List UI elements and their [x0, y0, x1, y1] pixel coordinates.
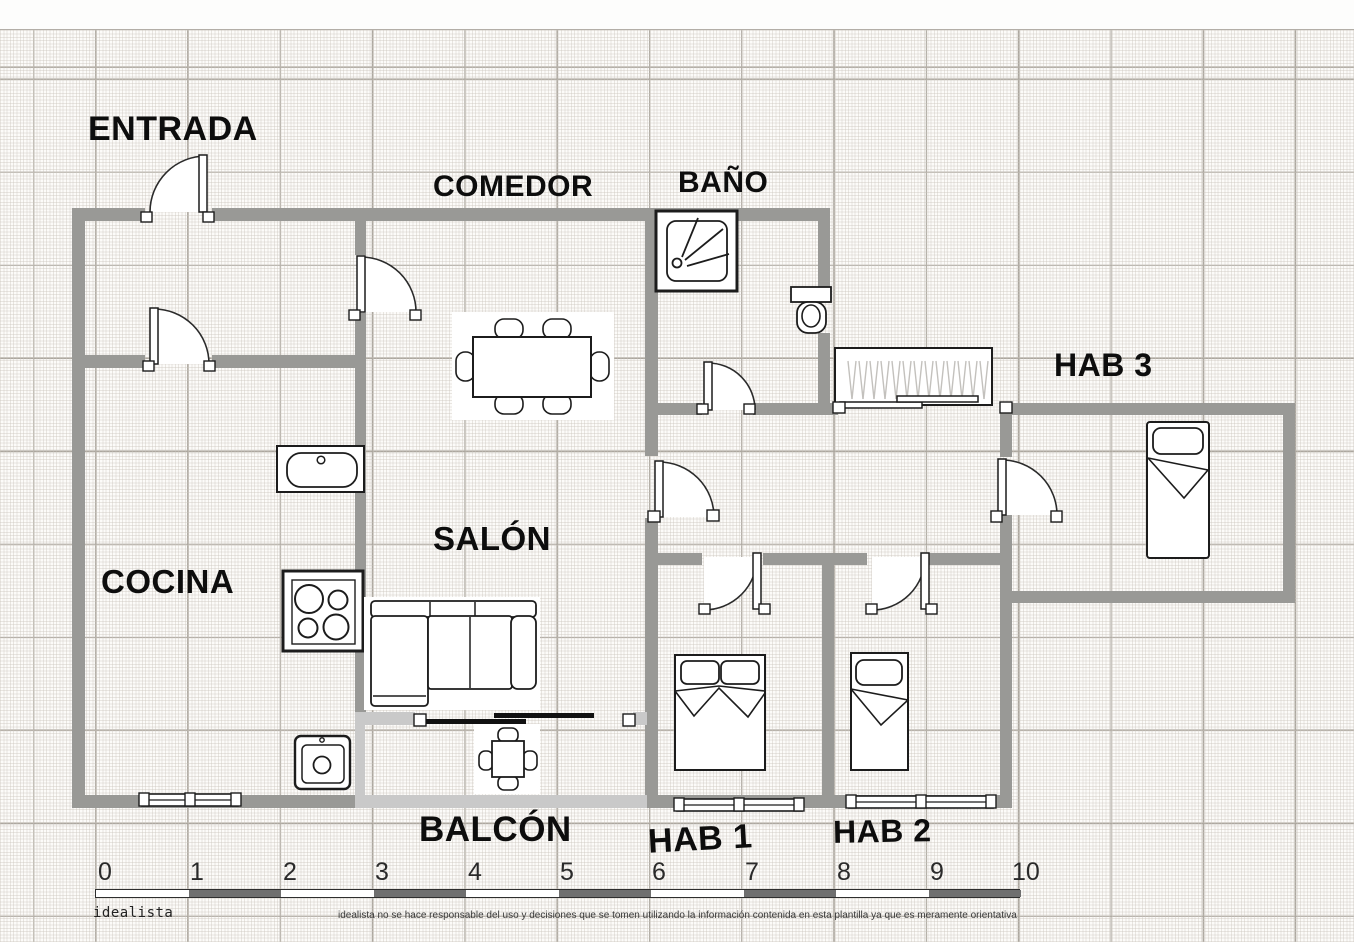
hob-stove	[281, 569, 365, 653]
shower-tray	[654, 209, 739, 293]
sheet-top-margin	[0, 0, 1354, 30]
walls	[72, 208, 1295, 808]
ruler-dark-segment	[558, 890, 651, 897]
ruler-number-6: 6	[652, 858, 666, 886]
toilet	[790, 286, 832, 334]
wardrobe-sliding-bar-right	[896, 395, 979, 403]
balcony-walls	[355, 712, 647, 808]
ruler-dark-segment	[188, 890, 281, 897]
kitchen-door	[142, 307, 216, 372]
ruler-number-2: 2	[283, 858, 297, 886]
hab3-door	[990, 458, 1063, 523]
ruler-number-1: 1	[190, 858, 204, 886]
double-bed-hab1	[674, 654, 766, 771]
ruler-dark-segment	[928, 890, 1021, 897]
ruler-number-7: 7	[745, 858, 759, 886]
label-bano: BAÑO	[678, 166, 769, 199]
window-hab1	[673, 797, 805, 812]
label-hab2: HAB 2	[832, 812, 932, 850]
dining-door	[348, 255, 422, 321]
bathroom-door	[696, 361, 756, 415]
kitchen-sink	[276, 445, 365, 493]
ruler-number-5: 5	[560, 858, 574, 886]
l-shaped-sofa	[364, 597, 540, 710]
label-hab1: HAB 1	[647, 817, 754, 861]
label-cocina: COCINA	[101, 563, 235, 600]
label-comedor: COMEDOR	[433, 170, 594, 203]
window-hab2	[845, 794, 997, 809]
hall-door	[647, 460, 720, 523]
laundry-sink	[293, 734, 352, 791]
ruler-dark-segment	[373, 890, 466, 897]
idealista-logo: idealista	[93, 905, 174, 921]
label-salon: SALÓN	[433, 520, 551, 557]
hab2-door	[865, 552, 938, 615]
ruler-number-0: 0	[98, 858, 112, 886]
ruler-number-10: 10	[1012, 858, 1040, 886]
window-kitchen	[138, 792, 242, 807]
label-balcon: BALCÓN	[419, 810, 572, 849]
dining-table-set	[452, 312, 614, 420]
single-bed-hab2	[850, 652, 909, 771]
hab1-door	[698, 552, 771, 615]
hanger-pattern	[847, 360, 989, 400]
ruler-dark-segment	[743, 890, 836, 897]
balcony-sliding-door	[413, 713, 636, 727]
ruler-number-3: 3	[375, 858, 389, 886]
label-entrada: ENTRADA	[88, 110, 258, 148]
ruler-number-8: 8	[837, 858, 851, 886]
wardrobe-sliding-bar-left	[839, 401, 923, 409]
single-bed-hab3	[1146, 421, 1210, 559]
disclaimer-text: idealista no se hace responsable del uso…	[338, 910, 1017, 921]
ruler-number-9: 9	[930, 858, 944, 886]
ruler-number-4: 4	[468, 858, 482, 886]
scale-ruler	[95, 889, 1021, 898]
label-hab3: HAB 3	[1054, 347, 1153, 383]
balcony-table-set	[474, 724, 540, 794]
wardrobe	[832, 347, 1013, 414]
entry-door	[140, 154, 215, 223]
